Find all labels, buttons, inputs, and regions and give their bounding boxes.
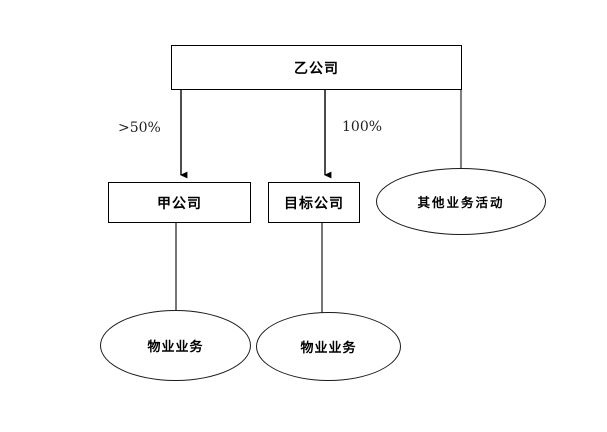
node-other-business-activities[interactable]: 其他业务活动 — [376, 168, 546, 235]
edge-label-ownership-target: 100% — [342, 119, 383, 135]
node-property-business-left-label: 物业业务 — [147, 340, 204, 355]
edge-label-ownership-subsidiary-a: >50% — [118, 120, 161, 136]
node-parent-company-label: 乙公司 — [294, 60, 339, 77]
node-property-business-right[interactable]: 物业业务 — [256, 312, 401, 381]
node-subsidiary-a-label: 甲公司 — [157, 195, 202, 212]
node-property-business-right-label: 物业业务 — [300, 341, 357, 356]
node-target-company[interactable]: 目标公司 — [268, 182, 360, 223]
node-target-company-label: 目标公司 — [284, 195, 344, 212]
node-other-business-activities-label: 其他业务活动 — [417, 195, 505, 210]
node-parent-company[interactable]: 乙公司 — [171, 45, 462, 90]
node-property-business-left[interactable]: 物业业务 — [100, 310, 251, 381]
node-subsidiary-a[interactable]: 甲公司 — [108, 182, 251, 223]
